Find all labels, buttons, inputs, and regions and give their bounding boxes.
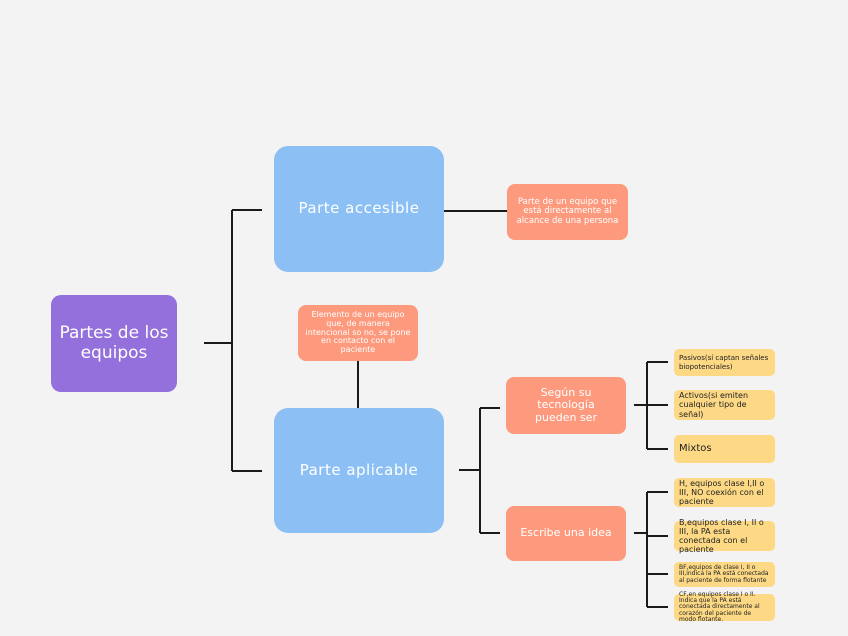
leaf-label: Pasivos(sí captan señales biopotenciales… bbox=[679, 354, 769, 371]
leaf-label: Activos(si emiten cualquier tipo de seña… bbox=[679, 391, 749, 419]
node-label: Parte de un equipo que está directamente… bbox=[516, 196, 619, 226]
leaf-clase-h[interactable]: H, equipos clase I,II o III, NO coexión … bbox=[674, 478, 775, 507]
leaf-clase-bf[interactable]: BF,equipos de clase I, II o III,indica l… bbox=[674, 562, 775, 587]
root-label: Partes de los equipos bbox=[59, 322, 169, 363]
leaf-clase-b[interactable]: B,equipos clase I, II o III, la PA esta … bbox=[674, 518, 775, 554]
node-label: Parte accesible bbox=[298, 199, 420, 218]
node-label: Escribe una idea bbox=[520, 526, 612, 540]
leaf-label: CF,en equipos clase I o II. Indica que l… bbox=[679, 590, 760, 623]
leaf-clase-cf[interactable]: CF,en equipos clase I o II. Indica que l… bbox=[674, 590, 775, 623]
node-parte-accesible[interactable]: Parte accesible bbox=[274, 146, 444, 272]
leaf-label: BF,equipos de clase I, II o III,indica l… bbox=[679, 564, 769, 584]
node-escribe-idea[interactable]: Escribe una idea bbox=[506, 506, 626, 561]
node-label: Parte aplicable bbox=[299, 460, 419, 479]
leaf-label: Mixtos bbox=[679, 443, 712, 455]
node-label: Según su tecnología pueden ser bbox=[535, 385, 597, 424]
leaf-label: H, equipos clase I,II o III, NO coexión … bbox=[679, 478, 765, 507]
leaf-mixtos[interactable]: Mixtos bbox=[674, 435, 775, 463]
node-aplicable-description[interactable]: Elemento de un equipo que, de manera int… bbox=[298, 305, 418, 361]
leaf-pasivos[interactable]: Pasivos(sí captan señales biopotenciales… bbox=[674, 349, 775, 376]
leaf-activos[interactable]: Activos(si emiten cualquier tipo de seña… bbox=[674, 390, 775, 420]
root-node[interactable]: Partes de los equipos bbox=[51, 295, 177, 392]
leaf-label: B,equipos clase I, II o III, la PA esta … bbox=[679, 517, 764, 555]
node-label: Elemento de un equipo que, de manera int… bbox=[305, 310, 411, 355]
node-segun-tecnologia[interactable]: Según su tecnología pueden ser bbox=[506, 377, 626, 434]
node-accesible-description[interactable]: Parte de un equipo que está directamente… bbox=[507, 184, 628, 240]
node-parte-aplicable[interactable]: Parte aplicable bbox=[274, 408, 444, 533]
